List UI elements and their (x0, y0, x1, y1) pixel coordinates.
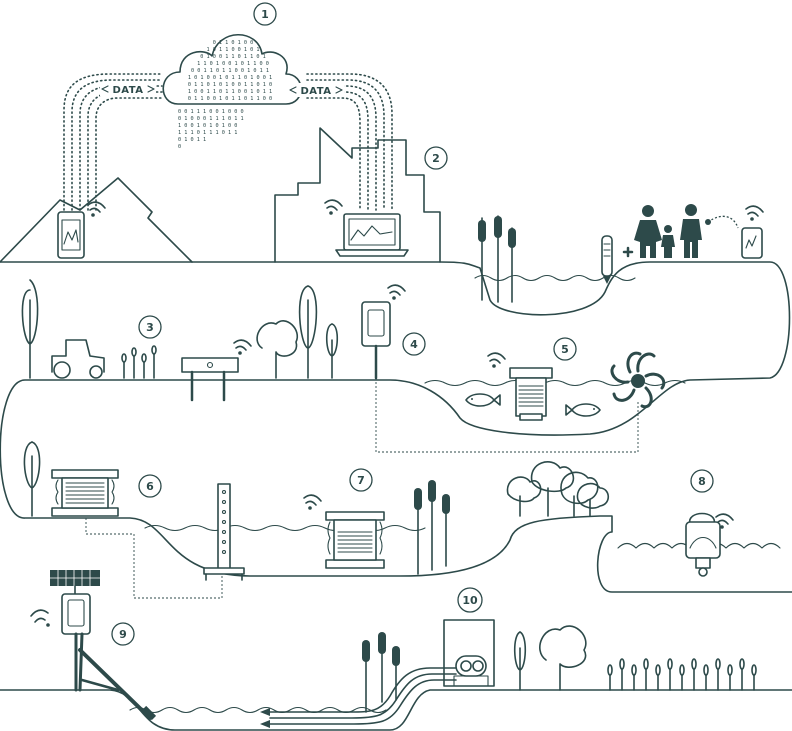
cable-reel-7 (325, 511, 385, 569)
tree-tall-row3 (23, 441, 41, 517)
forest-trees (506, 461, 610, 517)
binary-row-1: 1 0 1 1 0 0 1 0 1 (206, 47, 259, 53)
wifi-icon (745, 205, 764, 221)
tree-round (256, 320, 299, 379)
family-icon (634, 204, 702, 258)
step-number: 5 (561, 343, 569, 356)
turbine-icon (610, 351, 666, 409)
soil-sensor-station (181, 357, 239, 402)
wifi-icon (30, 609, 50, 627)
step-number: 6 (146, 480, 154, 493)
binary-row-8: 0 1 1 0 0 1 0 1 1 0 1 1 0 0 (188, 96, 272, 102)
tree-tall-left (21, 279, 39, 379)
wifi-icon (87, 201, 106, 217)
arrow-to-phone (707, 215, 739, 229)
wifi-icon (387, 284, 406, 300)
plus-icon (622, 246, 634, 258)
step-number: 3 (146, 321, 154, 334)
pump-house (443, 619, 495, 687)
step-number: 8 (698, 475, 706, 488)
drip-row-1: 0 1 0 0 0 1 1 1 0 1 1 (178, 116, 244, 122)
step-badge-10: 10 (457, 587, 483, 613)
tree-tall-middle (298, 285, 318, 379)
step-number: 4 (410, 338, 418, 351)
tripod-frame (74, 632, 157, 721)
water-surface-2 (424, 379, 686, 387)
drip-row-4: 0 1 0 1 1 (178, 137, 206, 143)
binary-row-6: 0 1 1 0 1 0 1 0 0 1 1 0 1 0 (188, 82, 272, 88)
step-badge-4: 4 (402, 332, 426, 356)
step-badge-7: 7 (349, 468, 373, 492)
trees-bottom-right (513, 625, 587, 691)
fish-icon-left (465, 393, 501, 407)
step-badge-1: 1 (253, 2, 277, 26)
river-sensor-8 (685, 512, 721, 577)
data-label-left: DATA (112, 85, 143, 96)
step-number: 2 (432, 152, 440, 165)
drip-row-3: 1 1 1 0 1 1 1 0 1 1 (178, 130, 237, 136)
step-badge-5: 5 (553, 337, 577, 361)
wifi-icon (324, 199, 343, 215)
step-number: 7 (357, 474, 365, 487)
cattails-pond (478, 215, 516, 303)
tractor-icon (51, 339, 105, 379)
solar-panel (50, 570, 100, 595)
step-badge-9: 9 (111, 622, 135, 646)
drip-row-5: 0 (178, 144, 181, 150)
wifi-icon (715, 513, 734, 529)
water-surface-3 (144, 524, 426, 532)
wifi-icon (487, 352, 506, 368)
smartphone-icon-right (741, 227, 763, 259)
step-badge-6: 6 (138, 474, 162, 498)
laptop-icon (335, 213, 409, 257)
binary-row-7: 1 0 0 1 1 0 1 1 0 0 1 0 1 1 (188, 89, 272, 95)
drip-row-0: 0 0 1 1 1 0 0 1 0 0 0 (178, 109, 244, 115)
step-number: 10 (462, 594, 478, 607)
step-badge-8: 8 (690, 469, 714, 493)
step-badge-3: 3 (138, 315, 162, 339)
smartphone-icon (57, 211, 85, 259)
wheat-field (607, 658, 757, 691)
sensor-probe-icon (601, 235, 613, 284)
measurement-pole (203, 483, 245, 581)
wifi-icon (233, 339, 252, 355)
city-skyline (274, 127, 441, 263)
drip-row-2: 1 0 0 1 0 1 0 1 0 0 (178, 123, 237, 129)
crops-small (121, 345, 157, 379)
wifi-icon (303, 494, 322, 510)
binary-row-5: 1 0 1 0 0 1 0 1 1 0 1 0 0 1 (188, 75, 272, 81)
binary-row-4: 0 0 1 1 0 1 1 0 0 1 0 1 1 (191, 68, 269, 74)
step-number: 9 (119, 628, 127, 641)
step-number: 1 (261, 8, 269, 21)
logger-box-9 (61, 593, 91, 635)
landscape-path (0, 261, 792, 593)
binary-row-0: 0 1 1 0 1 0 0 (213, 40, 254, 46)
binary-row-2: 0 1 0 0 1 1 0 1 1 0 1 (200, 54, 266, 60)
data-channel-right (306, 73, 393, 211)
wall-sensor-unit (361, 301, 639, 453)
water-quality-sonde (509, 367, 553, 421)
cattails-bottom (362, 632, 400, 713)
mountains (0, 177, 193, 263)
data-cloud: 0 1 1 0 1 0 0 1 0 1 1 0 0 1 0 1 0 1 0 0 … (162, 33, 302, 150)
cable-reel-6 (51, 469, 119, 517)
data-label-right: DATA (300, 86, 331, 97)
fish-icon-right (565, 403, 601, 417)
step-badge-2: 2 (424, 146, 448, 170)
tree-small-middle (325, 323, 339, 379)
cattails-row3 (414, 480, 450, 575)
binary-row-3: 1 1 0 1 0 0 1 0 1 1 0 0 (197, 61, 269, 67)
cable-dashed-6 (85, 518, 223, 599)
intake-pipes (260, 667, 457, 728)
